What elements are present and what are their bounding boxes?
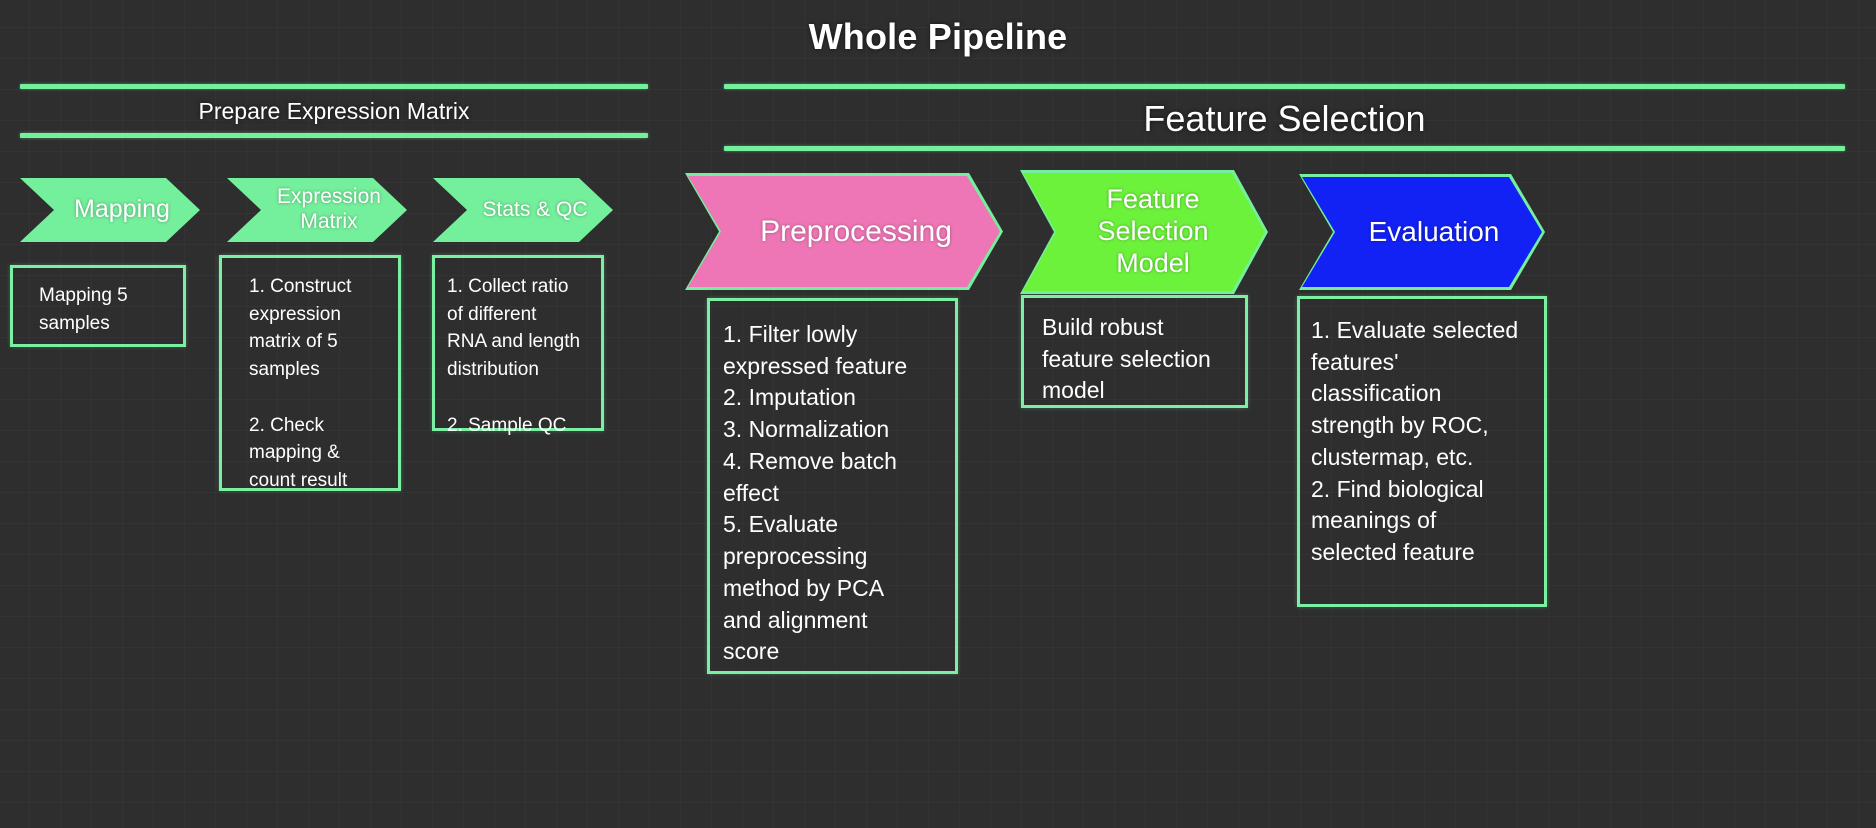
chevron-fill: Preprocessing: [688, 176, 1000, 287]
section-rule-bottom: [20, 133, 648, 138]
stage-chevron-preprocessing[interactable]: Preprocessing: [685, 173, 1003, 290]
stage-chevron-expression-matrix[interactable]: Expression Matrix: [227, 178, 407, 242]
chevron-fill: Mapping: [23, 181, 197, 239]
stage-label: Stats & QC: [482, 197, 588, 221]
stage-chevron-stats-qc[interactable]: Stats & QC: [433, 178, 613, 242]
section-title: Prepare Expression Matrix: [198, 98, 470, 124]
stage-note-evaluation: 1. Evaluate selected features' classific…: [1297, 296, 1547, 607]
stage-note-mapping: Mapping 5 samples: [10, 265, 186, 347]
stage-chevron-evaluation[interactable]: Evaluation: [1299, 174, 1545, 290]
stage-note-preprocessing: 1. Filter lowly expressed feature 2. Imp…: [707, 298, 958, 674]
stage-label: Preprocessing: [760, 214, 952, 248]
stage-chevron-mapping[interactable]: Mapping: [20, 178, 200, 242]
stage-label: Feature Selection Model: [1097, 184, 1209, 278]
section-rule-top: [724, 84, 1845, 89]
page-title: Whole Pipeline: [808, 16, 1068, 57]
stage-label: Mapping: [74, 195, 170, 224]
chevron-fill: Evaluation: [1302, 177, 1542, 287]
chevron-fill: Feature Selection Model: [1023, 173, 1265, 291]
chevron-fill: Expression Matrix: [230, 181, 404, 239]
stage-label: Evaluation: [1368, 216, 1500, 248]
section-prepare-expression-matrix: Prepare Expression Matrix: [20, 84, 648, 138]
section-title: Feature Selection: [1143, 98, 1426, 139]
chevron-fill: Stats & QC: [436, 181, 610, 239]
stage-label: Expression Matrix: [277, 185, 381, 233]
section-feature-selection: Feature Selection: [724, 84, 1845, 151]
stage-note-expression-matrix: 1. Construct expression matrix of 5 samp…: [219, 255, 401, 491]
section-rule-bottom: [724, 146, 1845, 151]
stage-note-stats-qc: 1. Collect ratio of different RNA and le…: [432, 255, 604, 436]
stage-chevron-feature-selection-model[interactable]: Feature Selection Model: [1020, 170, 1268, 294]
section-rule-top: [20, 84, 648, 89]
stage-note-feature-selection-model: Build robust feature selection model: [1021, 295, 1248, 408]
